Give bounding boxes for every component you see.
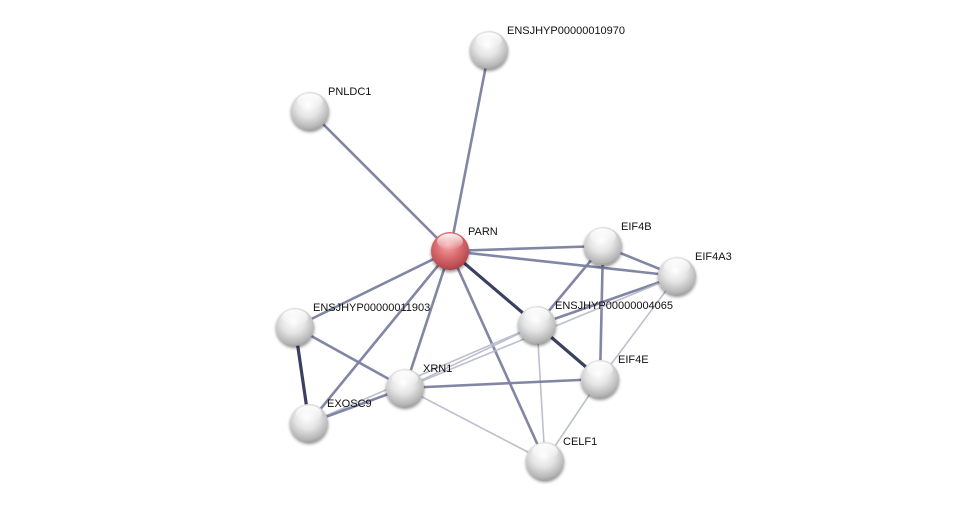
edge-parn-ensjhyp00000010970[interactable]	[448, 49, 491, 252]
node-highlight	[282, 309, 308, 326]
node-label: PNLDC1	[328, 86, 371, 98]
edge-xrn1-celf1[interactable]	[404, 387, 546, 462]
node-eif4a3[interactable]: EIF4A3	[658, 251, 732, 295]
node-ensjhyp00000011903[interactable]: ENSJHYP00000011903	[276, 302, 430, 346]
edge-eif4a3-eif4e[interactable]	[599, 275, 678, 380]
edge-parn-xrn1[interactable]	[403, 250, 452, 389]
node-eif4b[interactable]: EIF4B	[584, 221, 652, 265]
node-label: EIF4A3	[695, 251, 732, 263]
edge-parn-pnldc1[interactable]	[309, 110, 451, 252]
node-label: EIF4E	[618, 354, 649, 366]
node-highlight	[532, 443, 558, 460]
edge-ensjhyp00000004065-xrn1[interactable]	[404, 324, 538, 389]
edge-eif4b-eif4e[interactable]	[598, 245, 605, 380]
node-ensjhyp00000010970[interactable]: ENSJHYP00000010970	[470, 25, 625, 69]
edge-parn-eif4b[interactable]	[449, 244, 604, 253]
node-label: ENSJHYP00000011903	[313, 302, 430, 314]
node-label: CELF1	[563, 436, 597, 448]
node-parn[interactable]: PARN	[431, 226, 498, 270]
node-highlight	[524, 307, 550, 324]
node-label: EIF4B	[621, 221, 652, 233]
node-highlight	[590, 228, 616, 245]
edge-parn-ensjhyp00000011903[interactable]	[294, 249, 451, 329]
node-highlight	[587, 361, 613, 378]
node-label: ENSJHYP00000004065	[555, 300, 673, 312]
edge-parn-eif4a3[interactable]	[449, 249, 678, 278]
node-label: EXOSC9	[327, 398, 372, 410]
node-eif4e[interactable]: EIF4E	[581, 354, 649, 398]
node-highlight	[296, 405, 322, 422]
edge-ensjhyp00000004065-celf1[interactable]	[536, 324, 546, 462]
node-highlight	[664, 258, 690, 275]
edge-eif4a3-ensjhyp00000004065[interactable]	[536, 274, 678, 327]
edge-parn-celf1[interactable]	[448, 250, 547, 462]
node-highlight	[297, 93, 323, 110]
node-xrn1[interactable]: XRN1	[386, 363, 452, 407]
node-pnldc1[interactable]: PNLDC1	[291, 86, 371, 130]
node-exosc9[interactable]: EXOSC9	[290, 398, 372, 442]
node-highlight	[437, 233, 463, 250]
edge-parn-exosc9[interactable]	[307, 250, 452, 424]
edge-ensjhyp00000004065-exosc9[interactable]	[308, 324, 538, 424]
edge-parn-ensjhyp00000004065[interactable]	[448, 249, 539, 327]
node-highlight	[392, 370, 418, 387]
edge-eif4e-xrn1[interactable]	[404, 377, 601, 390]
node-celf1[interactable]: CELF1	[526, 436, 597, 480]
edge-ensjhyp00000011903-xrn1[interactable]	[294, 325, 406, 390]
node-label: ENSJHYP00000010970	[507, 25, 625, 37]
node-highlight	[476, 32, 502, 49]
node-label: PARN	[468, 226, 498, 238]
node-ensjhyp00000004065[interactable]: ENSJHYP00000004065	[518, 300, 673, 344]
node-label: XRN1	[423, 363, 452, 375]
